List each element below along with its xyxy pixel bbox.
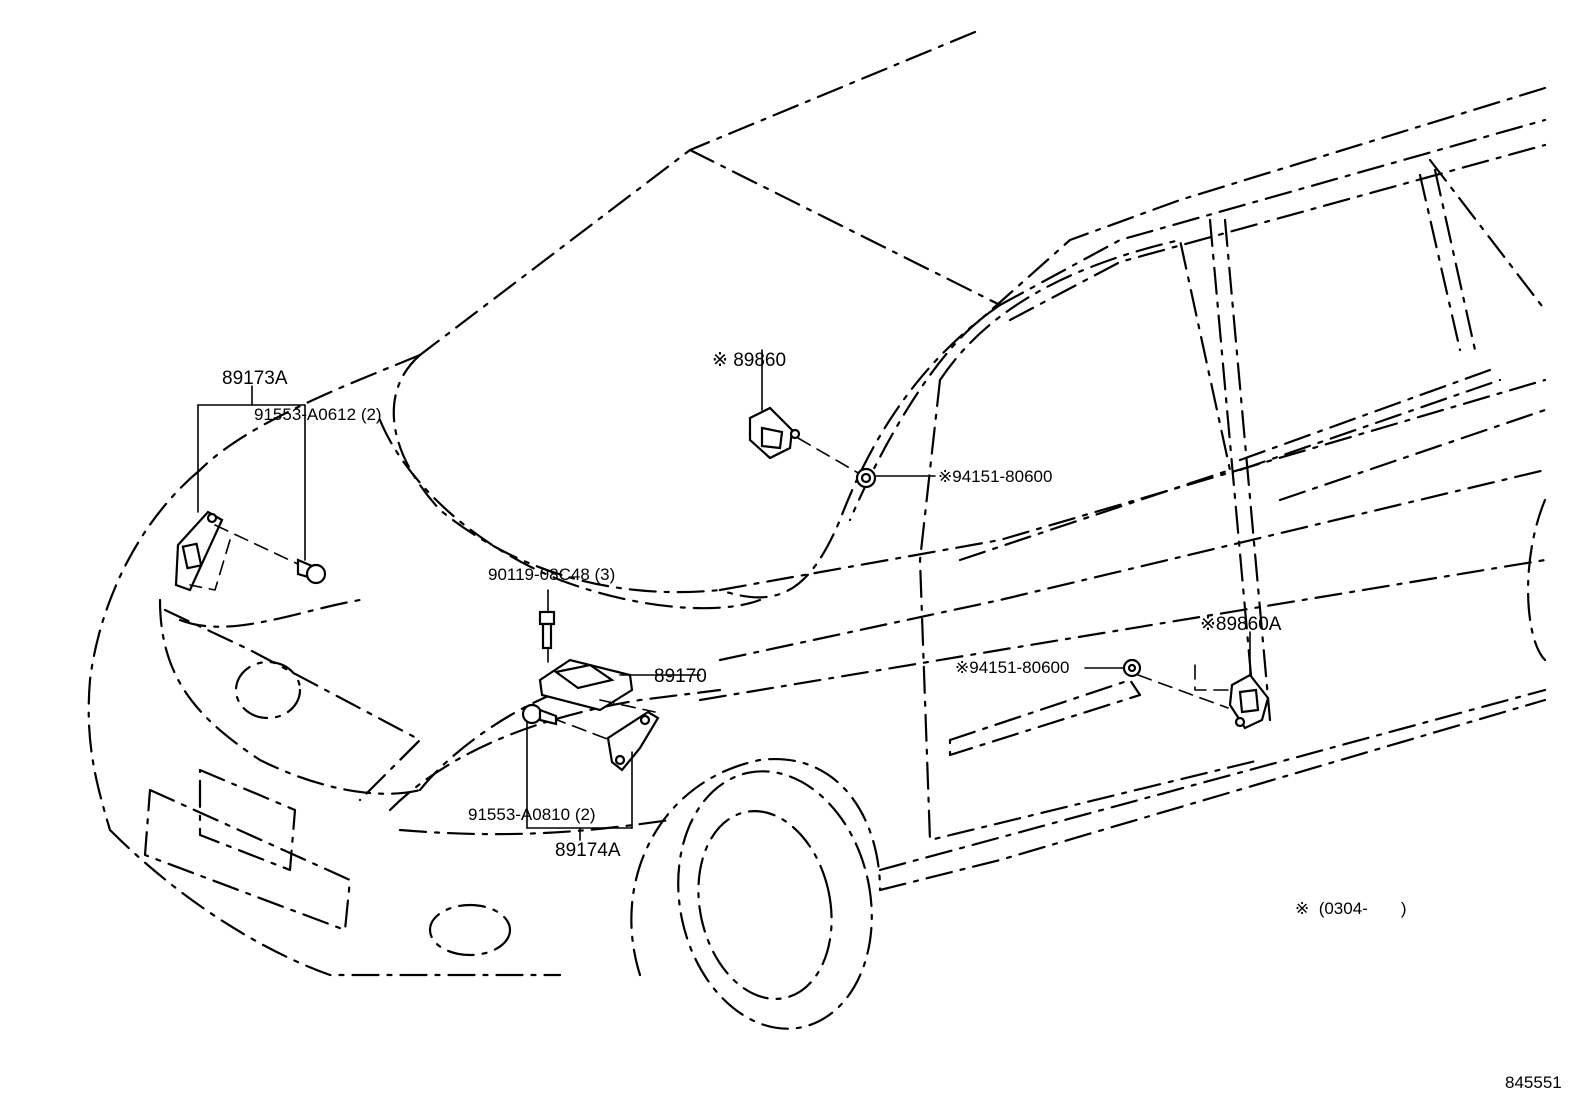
label-89170: 89170 <box>654 666 707 687</box>
label-91553-a0612: 91553-A0612 (2) <box>254 405 382 424</box>
label-89174a: 89174A <box>555 840 621 861</box>
leader-89173a <box>197 385 306 561</box>
sensor-89173a <box>174 510 301 592</box>
bracket-89174a <box>551 699 660 772</box>
bolt-91553-a0810 <box>521 703 558 726</box>
production-date-note: ※ (0304- ) <box>1295 899 1407 918</box>
sensor-89860 <box>748 349 861 475</box>
label-91553-a0810: 91553-A0810 (2) <box>468 805 596 824</box>
nut-94151-side <box>1084 658 1142 678</box>
ecu-89170 <box>538 658 701 712</box>
diagram-number: 845551 <box>1505 1073 1562 1092</box>
bolt-90119-08c48 <box>538 589 556 667</box>
label-89173a: 89173A <box>222 368 288 389</box>
sensor-89860a <box>1137 631 1270 730</box>
label-89860: ※ 89860 <box>712 350 786 371</box>
bolt-91553-a0612 <box>296 558 327 585</box>
label-94151-top: ※94151-80600 <box>938 467 1052 486</box>
label-94151-side: ※94151-80600 <box>955 658 1069 677</box>
leader-89174a <box>526 721 633 841</box>
nut-94151-top <box>855 467 936 489</box>
vehicle-outline <box>87 30 1547 1030</box>
label-90119-08c48: 90119-08C48 (3) <box>488 565 615 584</box>
label-89860a: ※89860A <box>1200 614 1282 635</box>
